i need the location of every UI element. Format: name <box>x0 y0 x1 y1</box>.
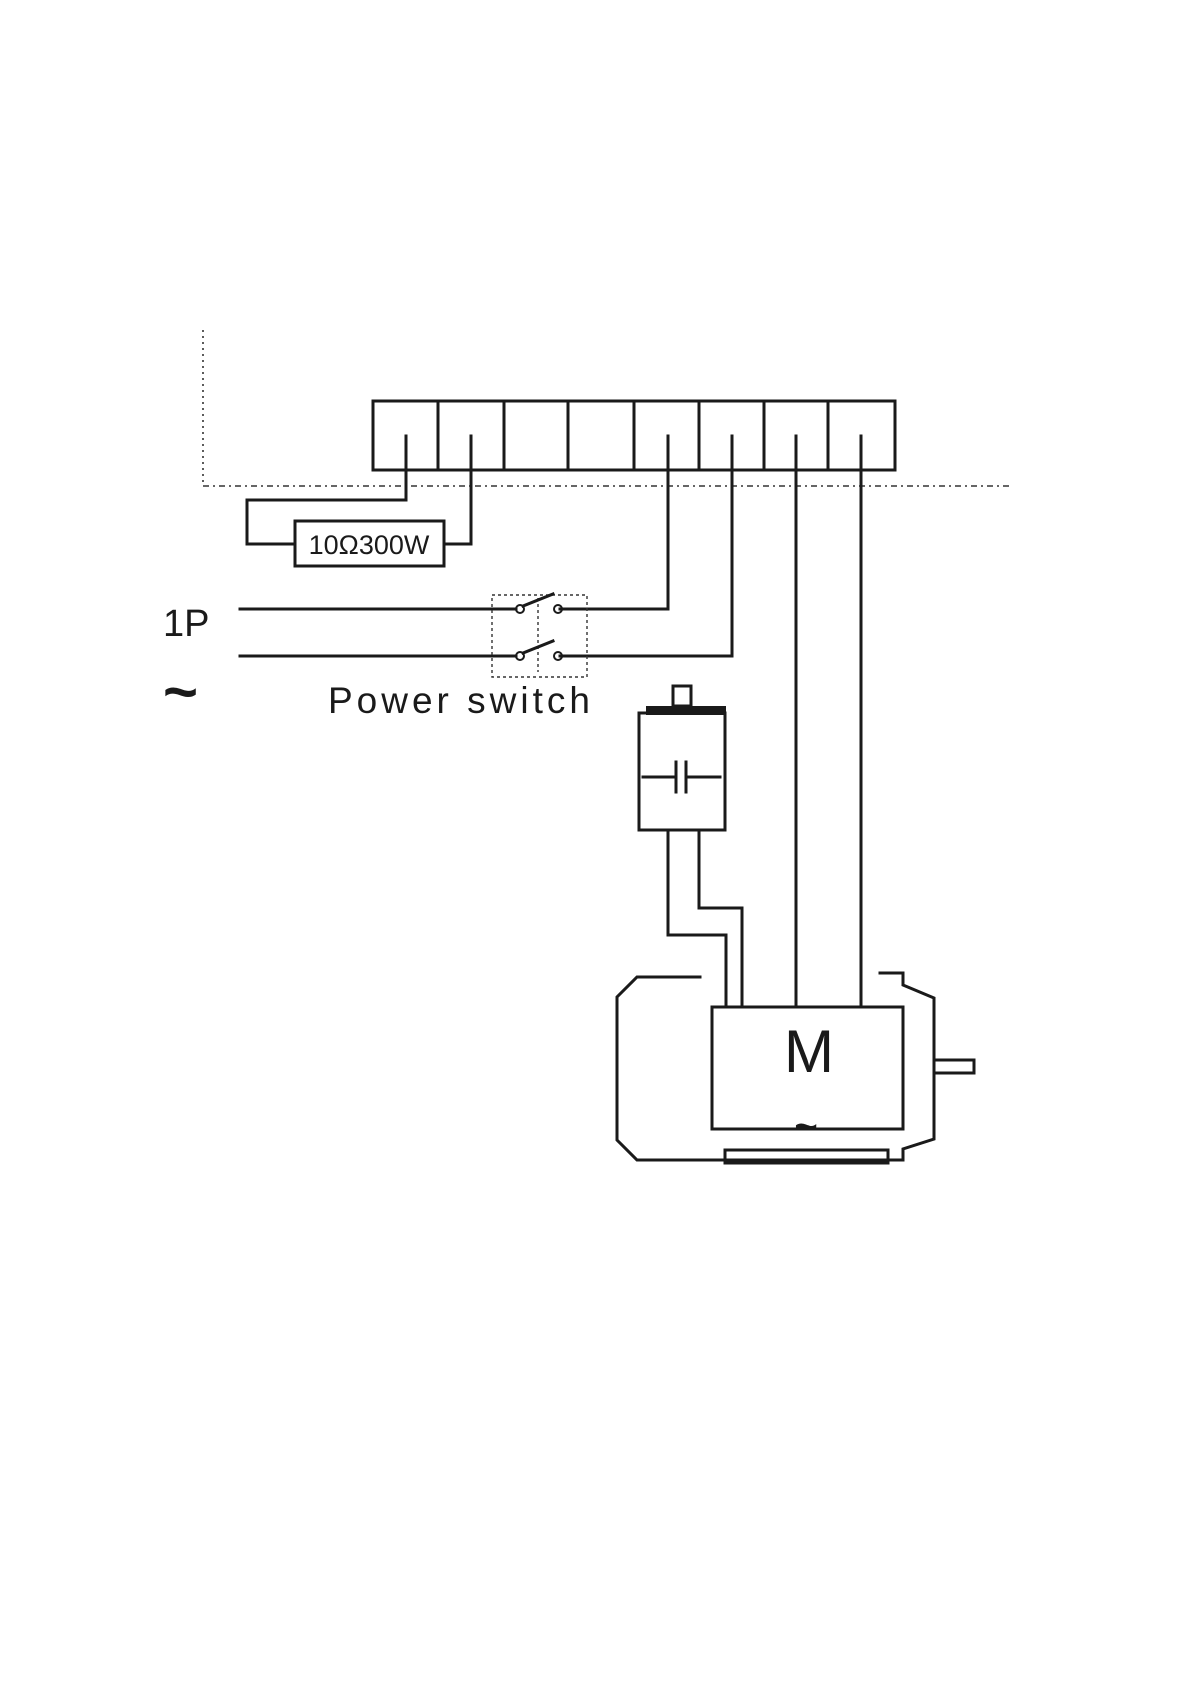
controller-boundary <box>203 330 1012 486</box>
resistor-label: 10Ω300W <box>309 530 430 560</box>
power-switch-label: Power switch <box>328 680 594 721</box>
supply-ac-symbol: ~ <box>163 658 198 725</box>
supply-phase-label: 1P <box>163 603 209 645</box>
run-capacitor <box>639 686 742 1005</box>
power-switch <box>492 594 587 677</box>
motor-feed-lines <box>796 436 861 1005</box>
motor-label: M <box>784 1018 834 1085</box>
motor-ac-symbol: ~ <box>794 1105 817 1149</box>
terminal-block <box>373 401 895 470</box>
